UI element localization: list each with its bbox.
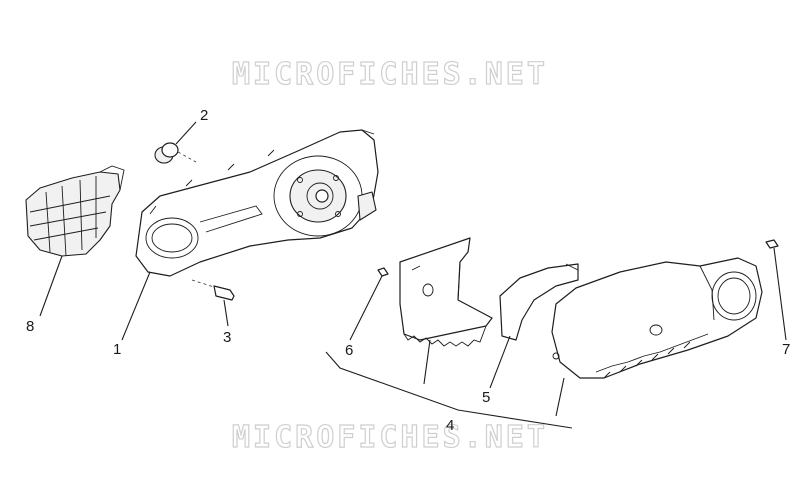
callout-7: 7: [782, 341, 790, 358]
callout-6: 6: [345, 342, 353, 359]
watermark-bottom: MICROFICHES.NET: [232, 420, 548, 455]
part-7-screw: [765, 239, 779, 249]
part-8-grid-guard: [25, 165, 125, 257]
callout-5: 5: [482, 389, 490, 406]
callout-3: 3: [223, 329, 231, 346]
callout-2: 2: [200, 107, 208, 124]
part-3-screw: [191, 279, 235, 301]
part-4-bracket: [399, 237, 493, 347]
watermark-top: MICROFICHES.NET: [232, 57, 548, 92]
part-6-screw: [377, 267, 389, 277]
callout-1: 1: [113, 341, 121, 358]
part-1-transmission-cover: [135, 129, 379, 277]
leader-lines: [39, 121, 787, 429]
part-4-outer-cover: [551, 257, 763, 379]
part-5-shield: [499, 263, 579, 341]
callout-4: 4: [446, 417, 454, 434]
part-2-cap: [154, 142, 197, 164]
callout-8: 8: [26, 318, 34, 335]
